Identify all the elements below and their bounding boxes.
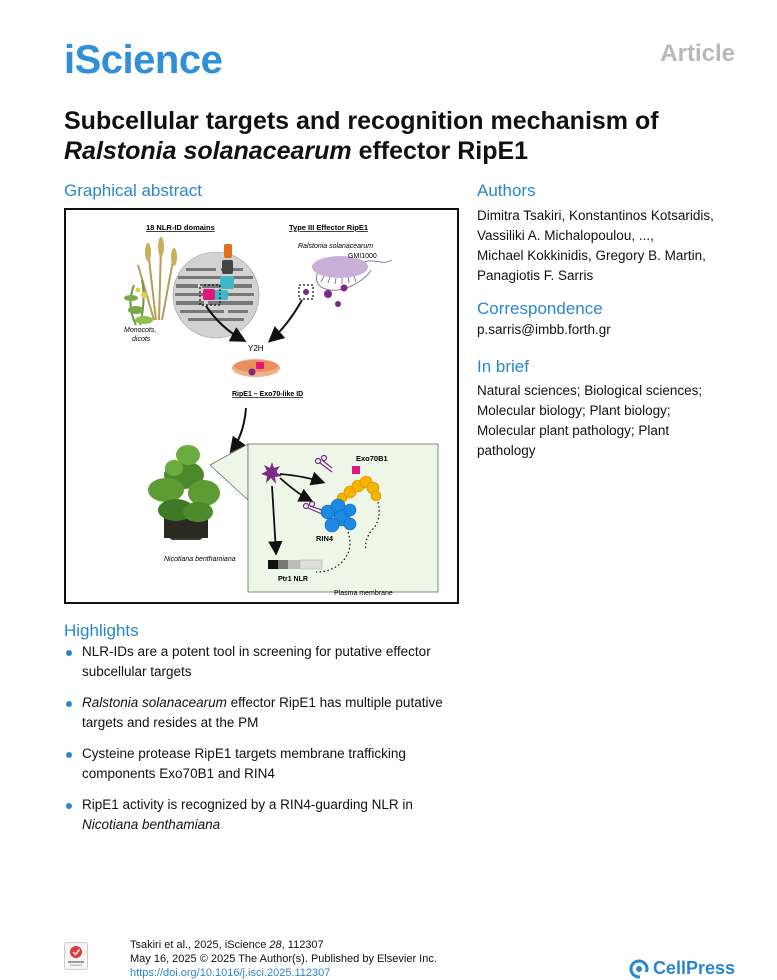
ga-label-effector: Type III Effector RipE1	[289, 223, 368, 232]
highlight-line: Nicotiana benthamiana	[82, 817, 221, 832]
in-brief-line: pathology	[477, 443, 536, 458]
ga-label-rin4: RIN4	[316, 534, 334, 543]
highlight-text: effector RipE1 has multiple putative	[226, 695, 443, 710]
ga-label-membrane: Plasma membrane	[334, 590, 393, 597]
ga-label-monocots: Monocots,	[124, 327, 156, 334]
highlights-list: NLR-IDs are a potent tool in screening f…	[64, 642, 464, 846]
authors-line: Vassiliki A. Michalopoulou, ...,	[477, 228, 654, 243]
citation-footer: Tsakiri et al., 2025, iScience 28, 11230…	[130, 938, 437, 980]
nlr-receptor-illustration	[199, 244, 234, 306]
monocot-plant-illustration	[124, 237, 177, 326]
highlight-item: Cysteine protease RipE1 targets membrane…	[64, 744, 464, 784]
title-species: Ralstonia solanacearum	[64, 137, 352, 165]
authors-list: Dimitra Tsakiri, Konstantinos Kotsaridis…	[477, 206, 767, 286]
bullet-icon	[66, 650, 72, 656]
scissors-icon	[314, 454, 333, 473]
graphical-abstract-heading: Graphical abstract	[64, 181, 202, 200]
in-brief-line: Molecular biology; Plant biology;	[477, 403, 671, 418]
highlight-species: Ralstonia solanacearum	[82, 695, 227, 710]
ga-label-plant: Nicotiana benthamiana	[164, 556, 236, 563]
ga-label-species: Ralstonia solanacearum	[298, 243, 373, 250]
cellpress-logo-icon	[629, 959, 649, 979]
in-brief-line: Molecular plant pathology; Plant	[477, 423, 670, 438]
ga-label-exo70b1: Exo70B1	[356, 454, 388, 463]
check-for-updates-icon	[68, 946, 84, 966]
citation-line: Tsakiri et al., 2025, iScience 28, 11230…	[130, 938, 437, 952]
highlight-line: RipE1 activity is recognized by a RIN4-g…	[82, 797, 413, 812]
highlight-line: components Exo70B1 and RIN4	[82, 766, 275, 781]
citation-text: Tsakiri et al., 2025, iScience	[130, 939, 270, 951]
exo70-id-domain	[352, 466, 360, 474]
bullet-icon	[66, 752, 72, 758]
authors-line: Dimitra Tsakiri, Konstantinos Kotsaridis…	[477, 208, 714, 223]
bullet-icon	[66, 803, 72, 809]
highlight-item: NLR-IDs are a potent tool in screening f…	[64, 642, 464, 682]
doi-line: https://doi.org/10.1016/j.isci.2025.1123…	[130, 966, 437, 980]
ripe1-effector-star	[261, 462, 282, 484]
date-line: May 16, 2025 © 2025 The Author(s). Publi…	[130, 953, 437, 965]
ga-label-ptr1: Ptr1 NLR	[278, 576, 308, 583]
highlight-line: subcellular targets	[82, 664, 192, 679]
bullet-icon	[66, 701, 72, 707]
authors-line: Michael Kokkinidis, Gregory B. Martin,	[477, 248, 706, 263]
doi-link[interactable]: https://doi.org/10.1016/j.isci.2025.1123…	[130, 967, 331, 979]
ga-label-interaction: RipE1 – Exo70-like ID	[232, 391, 303, 398]
check-for-updates-badge[interactable]	[64, 942, 88, 970]
graphical-abstract-svg: 18 NLR-ID domains Type III Effector RipE…	[124, 223, 439, 597]
cellpress-label: CellPress	[652, 958, 735, 978]
highlight-item: Ralstonia solanacearum effector RipE1 ha…	[64, 693, 464, 733]
title-line-2: Ralstonia solanacearum effector RipE1	[64, 136, 754, 166]
highlights-heading: Highlights	[64, 621, 139, 640]
ralstonia-bacterium-illustration	[298, 256, 393, 307]
ptr1-nlr-receptor	[268, 559, 323, 570]
citation-volume: 28	[269, 939, 282, 951]
y2h-petri-dish	[232, 359, 280, 377]
highlight-line: targets and resides at the PM	[82, 715, 259, 730]
highlight-item: RipE1 activity is recognized by a RIN4-g…	[64, 795, 464, 835]
ga-label-strain: GMI1000	[348, 253, 377, 260]
article-title: Subcellular targets and recognition mech…	[64, 106, 754, 166]
ga-label-dicots: dicots	[132, 336, 151, 343]
ga-label-nlr-domains: 18 NLR-ID domains	[146, 223, 215, 232]
scissors-icon-2	[302, 500, 323, 515]
title-line-1: Subcellular targets and recognition mech…	[64, 107, 659, 135]
in-brief-line: Natural sciences; Biological sciences;	[477, 383, 703, 398]
authors-line: Panagiotis F. Sarris	[477, 268, 594, 283]
citation-number: , 112307	[281, 939, 324, 951]
highlight-line: NLR-IDs are a potent tool in screening f…	[82, 644, 431, 659]
journal-logo[interactable]: iScience	[64, 38, 223, 82]
authors-heading: Authors	[477, 181, 536, 200]
correspondence-email[interactable]: p.sarris@imbb.forth.gr	[477, 322, 611, 337]
highlight-line: Cysteine protease RipE1 targets membrane…	[82, 746, 406, 761]
highlight-line: Ralstonia solanacearum effector RipE1 ha…	[82, 693, 464, 713]
cellpress-logo[interactable]: CellPress	[629, 958, 735, 979]
nicotiana-plant-illustration	[148, 445, 220, 540]
graphical-abstract-figure[interactable]: 18 NLR-ID domains Type III Effector RipE…	[64, 208, 459, 604]
in-brief-keywords: Natural sciences; Biological sciences; M…	[477, 381, 767, 461]
in-brief-heading: In brief	[477, 357, 529, 376]
article-type-label: Article	[660, 40, 735, 67]
rin4-protein	[320, 498, 357, 533]
ga-label-y2h: Y2H	[248, 344, 264, 353]
correspondence-heading: Correspondence	[477, 299, 603, 318]
title-rest: effector RipE1	[351, 137, 529, 165]
